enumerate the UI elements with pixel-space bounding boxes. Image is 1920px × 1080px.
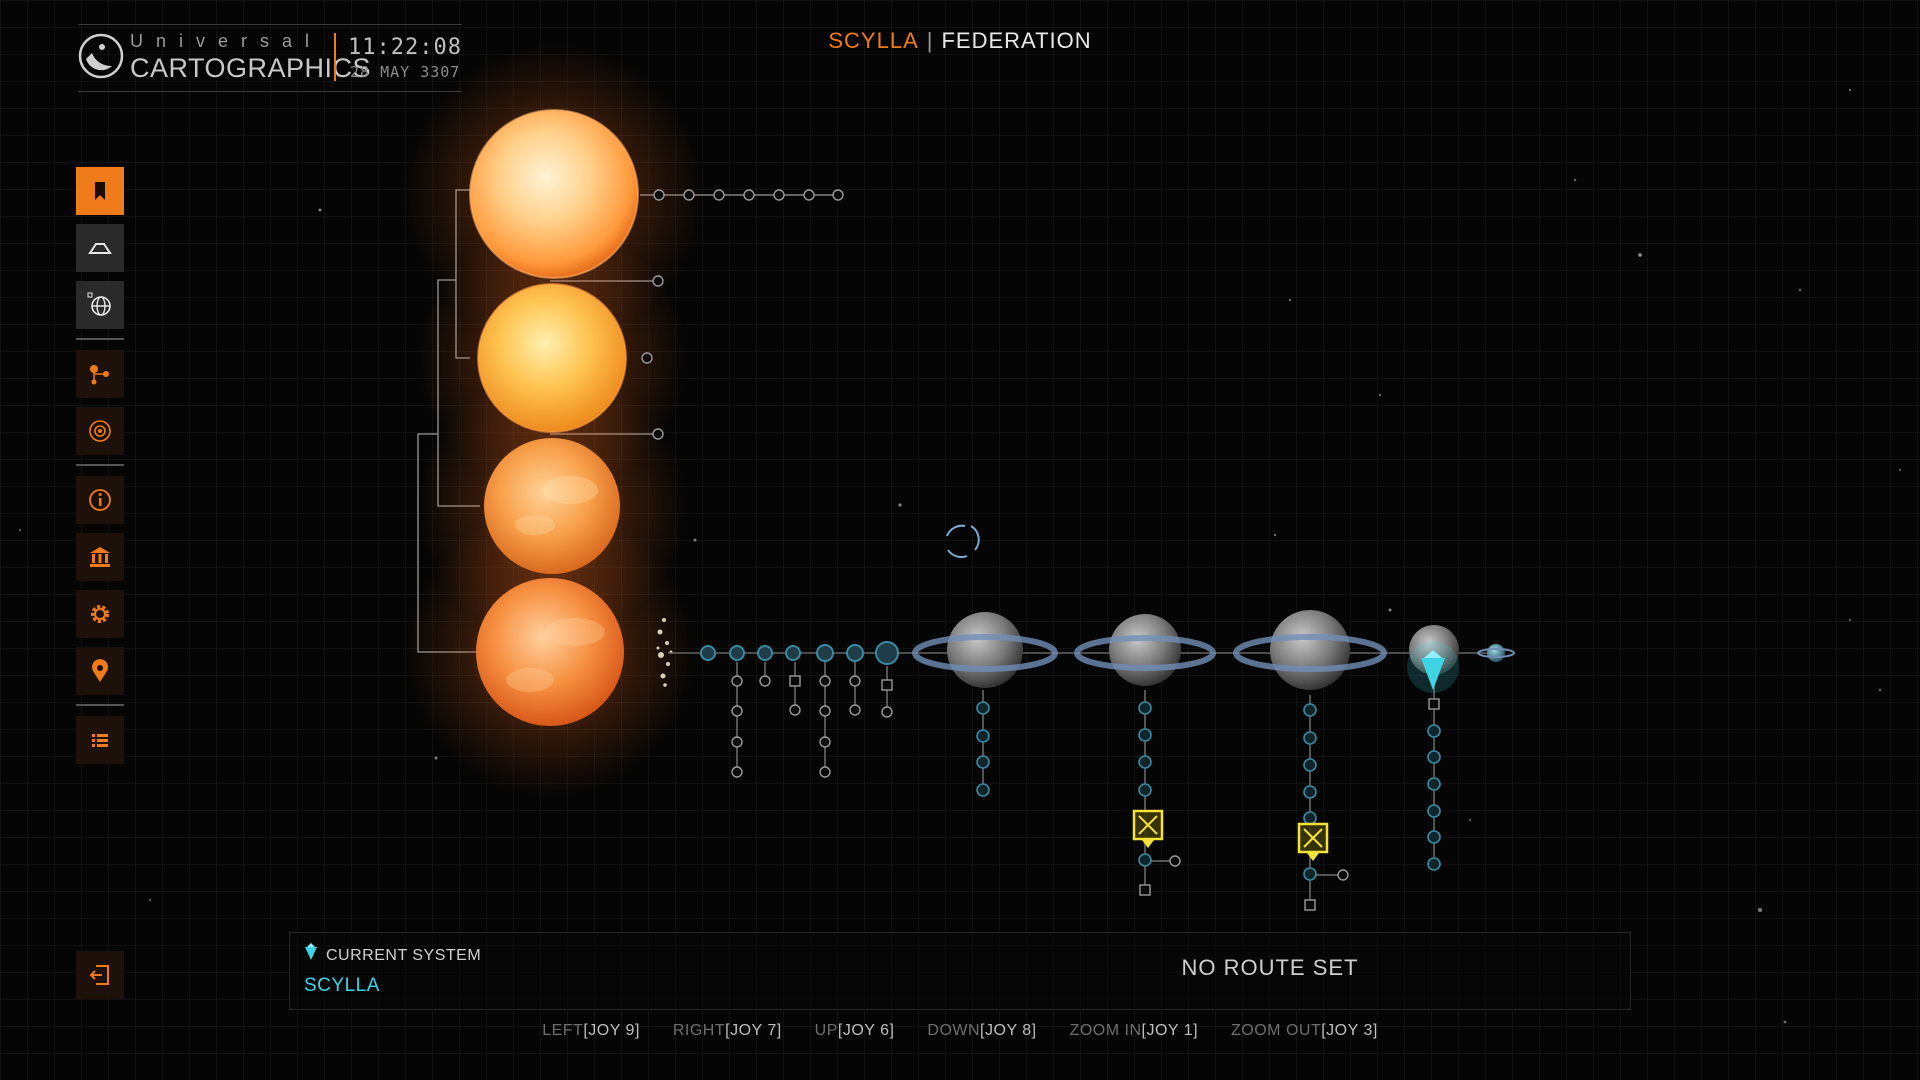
- control-action: DOWN: [927, 1022, 981, 1039]
- control-hint: RIGHT[JOY 7]: [673, 1022, 782, 1040]
- brand-bottom-text: CARTOGRAPHICS: [130, 53, 372, 83]
- control-action: RIGHT: [672, 1022, 726, 1039]
- sidebar-location-button[interactable]: [76, 647, 124, 695]
- route-status: NO ROUTE SET: [1181, 955, 1359, 980]
- controls-hint-bar: LEFT[JOY 9] RIGHT[JOY 7] UP[JOY 6] DOWN[…: [0, 1022, 1920, 1040]
- sidebar-galaxy-map-button[interactable]: [76, 281, 124, 329]
- list-icon: [92, 734, 108, 747]
- system-name: SCYLLA: [828, 28, 919, 53]
- sidebar-bookmarks-button[interactable]: [76, 167, 124, 215]
- route-icon: [90, 365, 109, 385]
- sidebar-divider: [76, 704, 124, 706]
- settings-gear-icon: [91, 605, 109, 623]
- brand-top-text: Universal: [130, 31, 323, 51]
- system-title: SCYLLA | FEDERATION: [0, 28, 1920, 54]
- sidebar-divider: [76, 464, 124, 466]
- outer-planet[interactable]: [1477, 644, 1515, 662]
- orrery-icon: [88, 243, 112, 254]
- station-nodes[interactable]: [1139, 698, 1440, 911]
- title-separator: |: [926, 28, 934, 53]
- faction-building-icon: [90, 547, 110, 567]
- sidebar-info-button[interactable]: [76, 476, 124, 524]
- exit-icon: [89, 965, 109, 985]
- sidebar-settings-button[interactable]: [76, 590, 124, 638]
- control-key: [JOY 7]: [725, 1022, 782, 1039]
- clock-date: 28 MAY 3307: [350, 63, 461, 81]
- control-key: [JOY 1]: [1141, 1022, 1199, 1039]
- control-action: ZOOM IN: [1069, 1022, 1142, 1039]
- control-key: [JOY 3]: [1321, 1022, 1378, 1039]
- control-key: [JOY 6]: [837, 1022, 895, 1039]
- control-hint: UP[JOY 6]: [815, 1022, 895, 1040]
- star-a-station-nodes[interactable]: [641, 189, 844, 440]
- system-map-icon: [89, 420, 111, 442]
- mission-marker-1[interactable]: [1132, 809, 1164, 848]
- gas-giant-1[interactable]: [912, 612, 1058, 688]
- mission-marker-2[interactable]: [1297, 822, 1329, 861]
- gas-giant-2[interactable]: [1074, 614, 1216, 686]
- sidebar-orrery-button[interactable]: [76, 224, 124, 272]
- info-icon: [89, 489, 111, 511]
- bookmark-icon: [95, 182, 105, 200]
- current-system-label: CURRENT SYSTEM: [326, 947, 482, 964]
- control-action: LEFT: [542, 1022, 584, 1039]
- current-system-name: SCYLLA: [304, 975, 380, 996]
- starfield: [18, 88, 1902, 1024]
- sidebar-divider: [76, 338, 124, 340]
- inner-moon-chains: [736, 662, 888, 775]
- inner-moon-nodes[interactable]: [731, 675, 893, 778]
- star-a-body[interactable]: [469, 109, 639, 279]
- control-action: UP: [814, 1022, 838, 1039]
- clock-time: 11:22:08: [348, 35, 462, 60]
- map-cursor-reticle: [946, 524, 980, 559]
- control-hint: ZOOM OUT[JOY 3]: [1231, 1022, 1378, 1040]
- inner-planets[interactable]: [700, 641, 899, 665]
- giant-moon-nodes[interactable]: [976, 701, 1441, 881]
- star-c-body[interactable]: [484, 438, 620, 574]
- planet-current[interactable]: [1409, 625, 1459, 675]
- control-key: [JOY 9]: [583, 1022, 640, 1039]
- control-action: ZOOM OUT: [1231, 1022, 1322, 1039]
- sidebar-system-map-button[interactable]: [76, 407, 124, 455]
- giant-moon-chains: [982, 680, 1435, 905]
- brand-header: Universal CARTOGRAPHICS 11:22:08 28 MAY …: [78, 24, 462, 92]
- exit-button[interactable]: [76, 951, 124, 999]
- sidebar-route-button[interactable]: [76, 350, 124, 398]
- sidebar-faction-button[interactable]: [76, 533, 124, 581]
- galaxy-globe-icon: [87, 292, 111, 316]
- control-hint: ZOOM IN[JOY 1]: [1070, 1022, 1199, 1040]
- current-location-marker: [1407, 641, 1459, 693]
- sidebar-list-button[interactable]: [76, 716, 124, 764]
- control-hint: LEFT[JOY 9]: [542, 1022, 640, 1040]
- route-info-panel: CURRENT SYSTEM SCYLLA NO ROUTE SET: [289, 932, 1631, 1010]
- location-pin-icon: [92, 659, 108, 682]
- asteroid-belt[interactable]: [656, 618, 673, 687]
- star-d-body[interactable]: [476, 578, 624, 726]
- gas-giant-3[interactable]: [1233, 610, 1387, 690]
- control-key: [JOY 8]: [980, 1022, 1037, 1039]
- brand-separator: [334, 33, 336, 81]
- control-hint: DOWN[JOY 8]: [927, 1022, 1036, 1040]
- universal-cartographics-logo-icon: [78, 33, 124, 79]
- system-allegiance: FEDERATION: [941, 28, 1092, 53]
- current-system-icon: [305, 943, 317, 960]
- star-b-body[interactable]: [477, 283, 627, 433]
